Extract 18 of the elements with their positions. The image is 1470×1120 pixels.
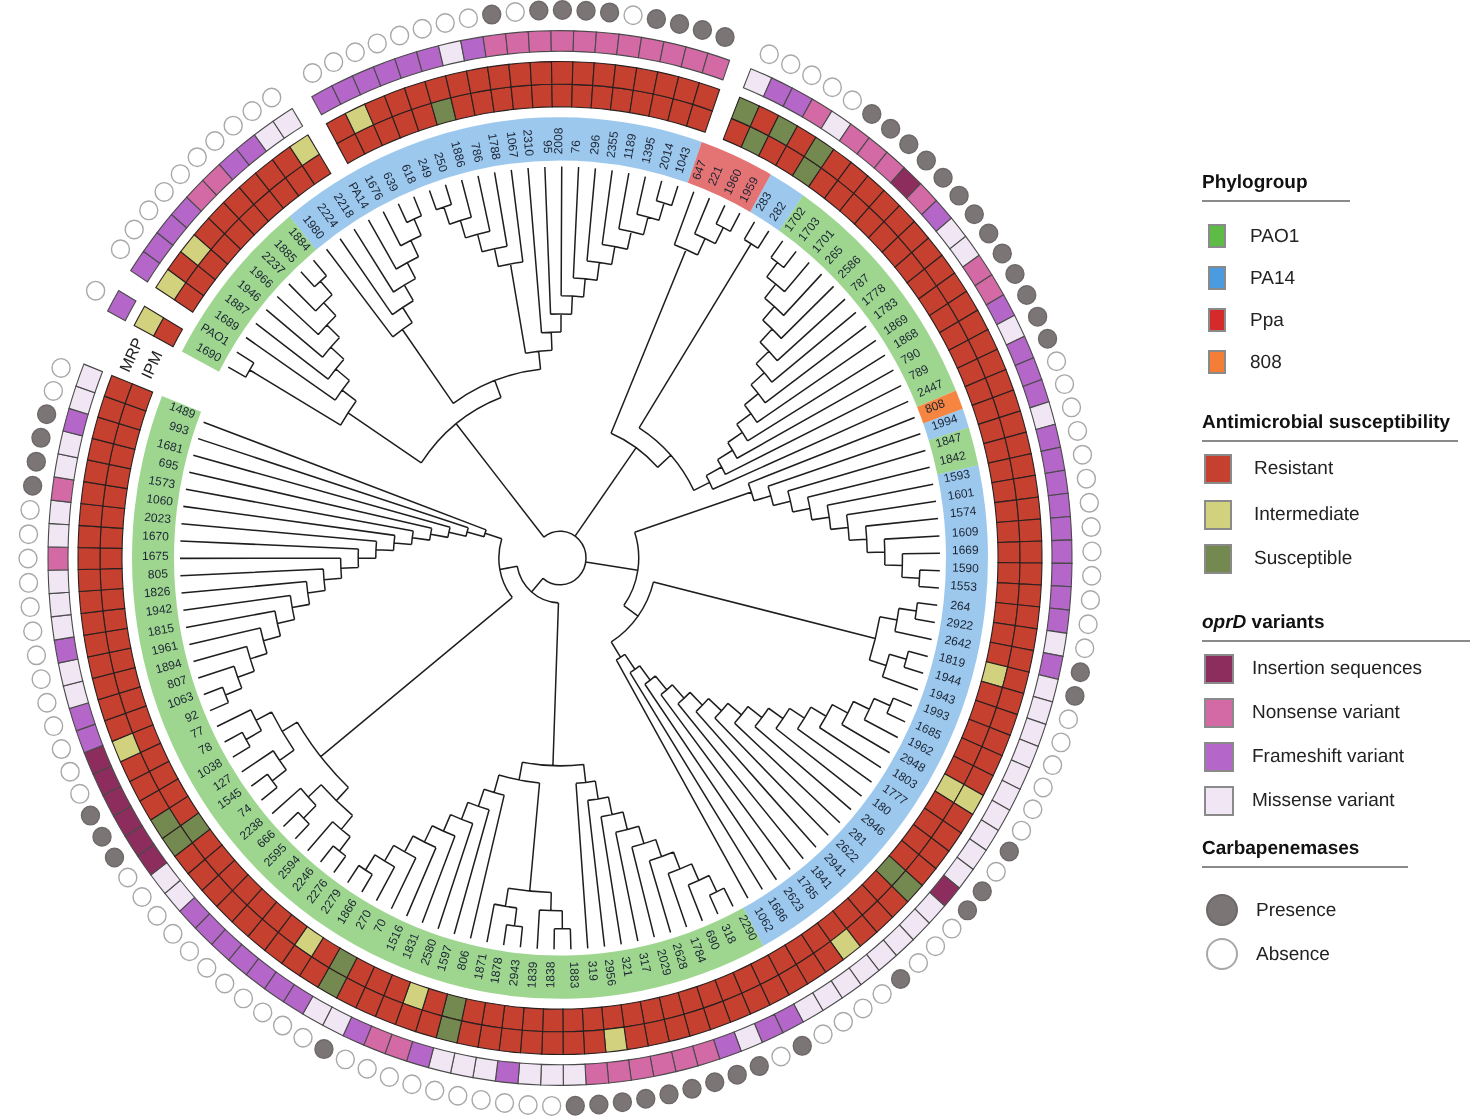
legend-label: Intermediate: [1254, 503, 1360, 525]
legend-label: PAO1: [1250, 225, 1300, 247]
legend-heading: Phylogroup: [1202, 172, 1350, 202]
legend-label: Presence: [1256, 899, 1337, 921]
legend-label: 808: [1250, 351, 1282, 373]
legend-heading: Antimicrobial susceptibility: [1202, 412, 1458, 442]
legend-label: Ppa: [1250, 309, 1284, 331]
legend-label: Resistant: [1254, 457, 1334, 479]
legend-heading: Carbapenemases: [1202, 838, 1408, 868]
legend-label: Susceptible: [1254, 547, 1353, 569]
legend-label: Nonsense variant: [1252, 701, 1400, 723]
legend-label: Missense variant: [1252, 789, 1395, 811]
legend-label: Insertion sequences: [1252, 657, 1423, 679]
legend-label: PA14: [1250, 267, 1296, 289]
legend-label: Absence: [1256, 943, 1330, 965]
ring-label: IPM: [138, 347, 167, 382]
legend-label: Frameshift variant: [1252, 745, 1405, 767]
legend-heading: oprD variants: [1202, 612, 1470, 642]
